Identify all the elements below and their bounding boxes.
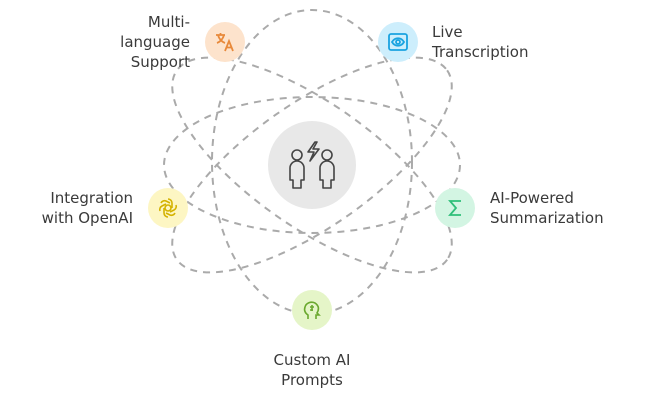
label-multi-language: Multi- language Support xyxy=(120,13,190,71)
label-custom-prompts: Custom AI Prompts xyxy=(273,351,351,389)
orbit-diag-2 xyxy=(171,56,453,274)
openai-icon xyxy=(148,188,188,228)
label-integration-openai: Integration with OpenAI xyxy=(41,189,133,227)
label-ai-summarization: AI-Powered Summarization xyxy=(490,189,604,227)
people-lightning-icon xyxy=(289,141,335,189)
head-brain-icon xyxy=(292,290,332,330)
translate-icon xyxy=(205,22,245,62)
center-circle xyxy=(268,121,356,209)
label-live-transcription: Live Transcription xyxy=(432,23,529,61)
sigma-icon xyxy=(435,188,475,228)
orbit-horizontal xyxy=(163,96,461,234)
eye-scan-icon xyxy=(378,22,418,62)
